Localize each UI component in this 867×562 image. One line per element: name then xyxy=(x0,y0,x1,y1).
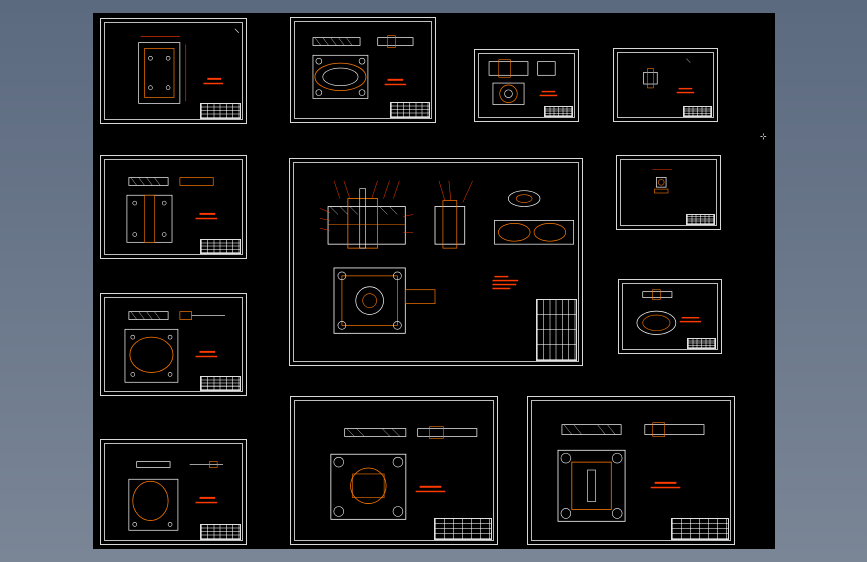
drawing-sheet-2[interactable] xyxy=(290,17,436,123)
sheet-1-geometry xyxy=(138,28,239,104)
drawing-sheet-10[interactable] xyxy=(100,439,247,545)
sheet-5-geometry xyxy=(126,177,218,243)
sheet-6-geometry xyxy=(320,180,575,334)
drawing-sheet-5[interactable] xyxy=(100,155,247,259)
sheet-4-geometry xyxy=(643,58,695,94)
sheet-12-geometry xyxy=(557,422,705,522)
title-block-parts-list xyxy=(536,299,577,361)
title-block xyxy=(200,524,241,540)
title-block xyxy=(671,517,729,540)
drawing-sheet-8[interactable] xyxy=(100,293,247,396)
drawing-sheet-12[interactable] xyxy=(527,396,735,545)
title-block xyxy=(200,375,241,391)
drawing-sheet-1[interactable] xyxy=(100,18,247,124)
title-block xyxy=(686,214,715,225)
sheet-2-geometry xyxy=(312,35,414,99)
sheet-8-geometry xyxy=(124,311,225,383)
drawing-sheet-9[interactable] xyxy=(618,279,722,354)
drawing-canvas[interactable] xyxy=(93,13,775,549)
crosshair-cursor-icon: ⊹ xyxy=(760,132,767,141)
title-block xyxy=(200,238,241,254)
sheet-11-geometry xyxy=(330,426,478,520)
title-block xyxy=(683,106,712,117)
drawing-sheet-6-assembly[interactable] xyxy=(289,158,583,366)
drawing-sheet-7[interactable] xyxy=(616,155,721,230)
title-block xyxy=(200,103,241,119)
title-block xyxy=(544,106,573,117)
title-block xyxy=(389,102,430,118)
drawing-sheet-4[interactable] xyxy=(613,48,718,122)
sheet-9-geometry xyxy=(636,289,702,335)
sheet-3-geometry xyxy=(488,59,558,105)
title-block xyxy=(434,517,492,540)
drawing-sheet-11[interactable] xyxy=(290,396,498,545)
sheet-10-geometry xyxy=(128,461,224,531)
sheet-7-geometry xyxy=(652,169,672,194)
drawing-sheet-3[interactable] xyxy=(474,49,579,122)
title-block xyxy=(687,338,716,349)
